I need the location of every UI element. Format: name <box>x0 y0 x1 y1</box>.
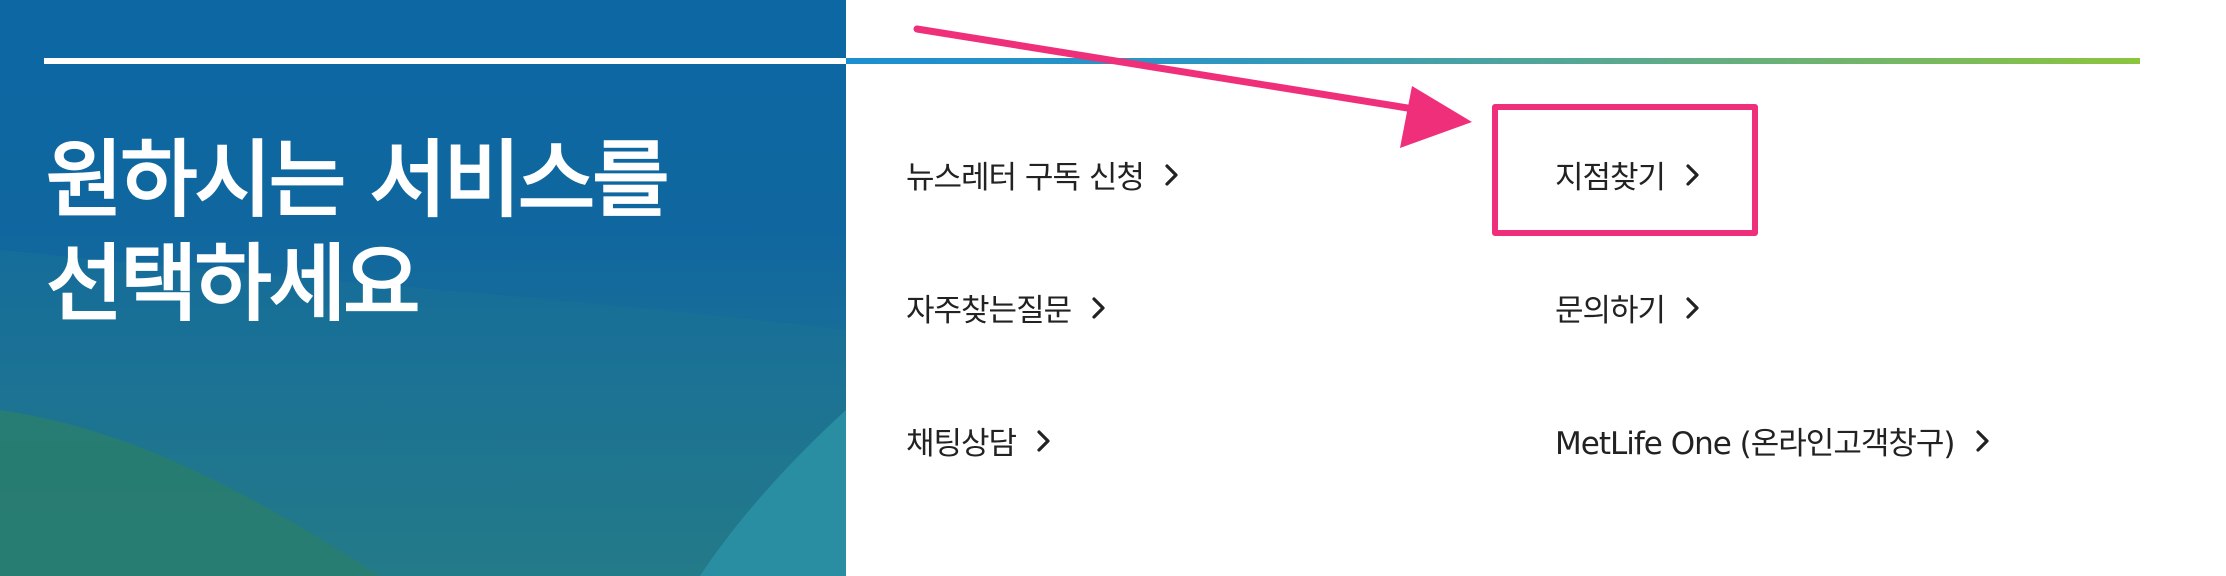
annotation-highlight-box <box>1492 104 1758 236</box>
newsletter-label: 뉴스레터 구독 신청 <box>906 160 1145 196</box>
newsletter-link[interactable]: 뉴스레터 구독 신청 <box>906 152 1182 197</box>
divider-right <box>846 58 2140 64</box>
branch-finder-label: 지점찾기 <box>1555 160 1666 196</box>
chevron-right-icon <box>1975 429 1989 452</box>
faq-label: 자주찾는질문 <box>906 293 1072 329</box>
page-title: 원하시는 서비스를 선택하세요 <box>46 128 806 336</box>
chat-consultation-link[interactable]: 채팅상담 <box>906 418 1054 463</box>
chevron-right-icon <box>1092 296 1105 319</box>
chevron-right-icon <box>1037 429 1050 452</box>
inquiry-link[interactable]: 문의하기 <box>1555 285 1703 330</box>
inquiry-label: 문의하기 <box>1555 293 1666 329</box>
faq-link[interactable]: 자주찾는질문 <box>906 285 1109 330</box>
chevron-right-icon <box>1165 163 1178 186</box>
chat-consultation-label: 채팅상담 <box>906 426 1017 462</box>
chevron-right-icon <box>1686 296 1699 319</box>
metlife-one-label: MetLife One (온라인고객창구) <box>1555 426 1955 462</box>
branch-finder-link[interactable]: 지점찾기 <box>1555 152 1703 197</box>
hero-panel: 원하시는 서비스를 선택하세요 <box>0 0 846 576</box>
chevron-right-icon <box>1686 163 1699 186</box>
decorative-wave <box>0 250 846 576</box>
page-title-line-2: 선택하세요 <box>46 235 420 333</box>
page-title-line-1: 원하시는 서비스를 <box>46 131 670 229</box>
divider-left <box>44 58 846 64</box>
metlife-one-link[interactable]: MetLife One (온라인고객창구) <box>1555 418 1993 463</box>
